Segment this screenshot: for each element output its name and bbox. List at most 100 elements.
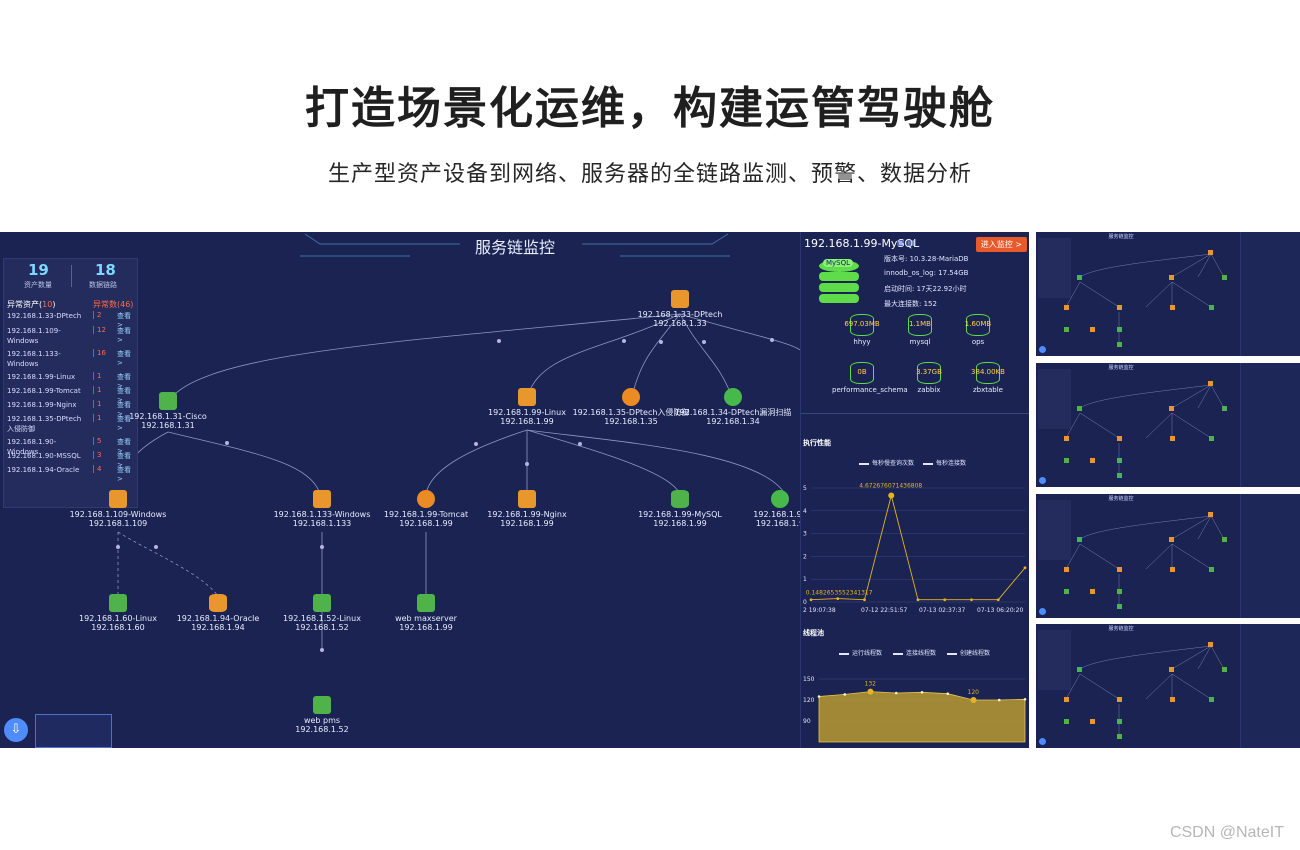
thumbnail-title: 服务链监控 [1108, 496, 1134, 502]
info-uptime: 启动时间: 17天22.92小时 [884, 285, 967, 293]
minimap[interactable] [35, 714, 112, 748]
gear-icon [771, 490, 789, 508]
pool-max-label: 132 [865, 681, 877, 688]
thumbnail-stats [1038, 630, 1071, 690]
row-asset-name: 192.168.1.99-Nginx [7, 401, 77, 409]
thumbnail-topology [1064, 250, 1227, 347]
row-asset-name: 192.168.1.99-Tomcat [7, 387, 81, 395]
screen-thumbnail[interactable]: 服务链监控 [1036, 494, 1300, 618]
view-link[interactable]: 查看> [117, 466, 131, 483]
mysql-detail-panel: 192.168.1.99-MySQL ▣ ▤ 进入监控 > MySQL 版本号:… [800, 232, 1029, 748]
topology-node[interactable]: 192.168.1.90192.168.1.9 [715, 490, 800, 528]
enter-monitor-button[interactable]: 进入监控 > [975, 237, 1027, 252]
view-link[interactable]: 查看> [117, 373, 131, 390]
pool-legend-connected: 连接线程数 [893, 648, 936, 657]
thumbnail-download-icon [1039, 346, 1046, 353]
nginx-icon [518, 490, 536, 508]
pool-data-point [817, 695, 821, 698]
pool-data-point [997, 698, 1001, 702]
node-label: 192.168.1.99-Tomcat [383, 510, 469, 519]
thumbnail-stats [1038, 369, 1071, 429]
database-icon: 0B [850, 362, 874, 384]
view-link[interactable]: 查看> [117, 401, 131, 418]
thumbnail-stats [1038, 238, 1071, 298]
view-link[interactable]: 查看> [117, 438, 131, 455]
asset-stats-panel: 19 资产数量 18 数据链路 异常资产(10) 异常数(46) 192.168… [3, 258, 138, 508]
screen-thumbnail[interactable]: 服务链监控 [1036, 624, 1300, 748]
view-link[interactable]: 查看> [117, 387, 131, 404]
perf-legend-conn: 每秒连接数 [923, 458, 966, 467]
row-asset-name: 192.168.1.90-MSSQL [7, 452, 81, 460]
row-asset-name: 192.168.1.133-Windows [7, 350, 61, 368]
info-max-connections: 最大连接数: 152 [884, 300, 937, 308]
node-ip: 192.168.1.99 [653, 519, 707, 528]
info-innodb-log: innodb_os_log: 17.54GB [884, 269, 969, 277]
row-abnormal-count: 5 [93, 437, 101, 445]
panel-title: 192.168.1.99-MySQL [804, 237, 920, 250]
row-asset-name: 192.168.1.99-Linux [7, 373, 76, 381]
database-size: 0B [857, 368, 867, 376]
node-label: 192.168.1.31-Cisco [129, 412, 207, 421]
node-label: web maxserver [395, 614, 457, 623]
asset-count: 19 [28, 261, 49, 279]
view-link[interactable]: 查看> [117, 452, 131, 469]
node-ip: 192.168.1.33 [653, 319, 707, 328]
mysql-badge: MySQL [823, 259, 854, 267]
perf-data-point [836, 597, 840, 601]
pool-min-marker [970, 697, 977, 703]
row-asset-name: 192.168.1.35-DPtech入侵防御 [7, 415, 82, 433]
row-abnormal-count: 1 [93, 414, 101, 422]
hero-subtitle: 生产型资产设备到网络、服务器的全链路监测、预警、数据分析 [327, 162, 972, 187]
database-name: zbxtable [973, 386, 1003, 394]
web-app-icon [417, 594, 435, 612]
pool-data-point [920, 691, 924, 694]
view-link[interactable]: 查看> [117, 312, 131, 329]
node-label: 192.168.1.33-DPtech [637, 310, 723, 319]
pool-data-point [843, 693, 847, 696]
database-name: ops [971, 338, 985, 346]
firewall-icon [671, 290, 689, 308]
row-asset-name: 192.168.1.90-Windows [7, 438, 57, 456]
perf-low-label: 0.1482653552341317 [806, 590, 873, 597]
pool-y-tick: 150 [803, 676, 815, 683]
topology-title: 服务链监控 [474, 238, 555, 257]
node-ip: 192.168.1.109 [88, 519, 148, 528]
view-link[interactable]: 查看> [117, 350, 131, 367]
view-link[interactable]: 查看> [117, 415, 131, 432]
view-link[interactable]: 查看> [117, 327, 131, 344]
thumbnail-topology [1064, 512, 1227, 609]
thumbnail-title: 服务链监控 [1108, 626, 1134, 632]
download-button[interactable]: ⇩ [4, 718, 28, 742]
asset-count-label: 资产数量 [24, 281, 52, 289]
screen-thumbnail[interactable]: 服务链监控 [1036, 232, 1300, 356]
panel-chart-icons[interactable]: ▣ ▤ [897, 238, 915, 247]
perf-peak-label: 4.672676071436808 [859, 482, 922, 489]
perf-x-tick: 2 19:07:38 [803, 607, 836, 614]
pool-y-tick: 120 [803, 697, 815, 704]
screen-thumbnail[interactable]: 服务链监控 [1036, 363, 1300, 487]
thumbnail-topology [1064, 381, 1227, 478]
perf-peak-marker [888, 492, 895, 499]
